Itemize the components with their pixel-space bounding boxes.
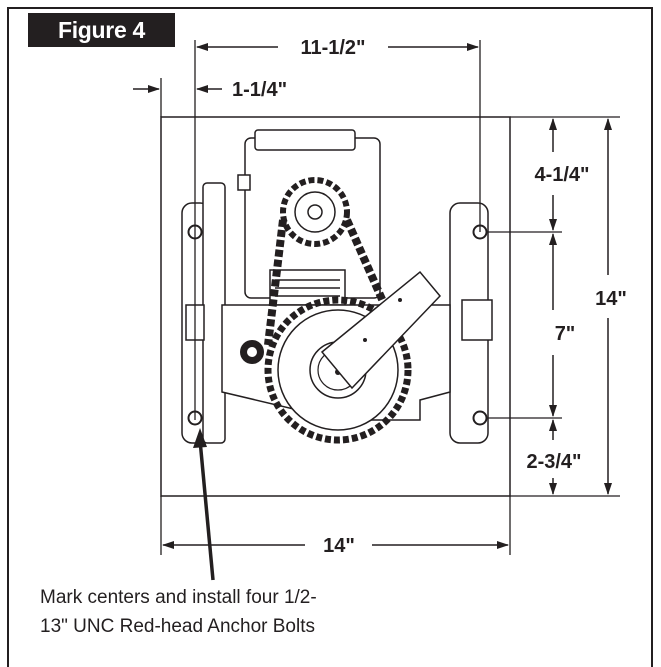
dim-label-left-offset: 1-1/4"	[232, 79, 287, 101]
dim-label-top-span: 11-1/2"	[300, 37, 365, 59]
driven-sprocket-chain	[264, 296, 412, 444]
figure-frame	[7, 7, 653, 667]
chain-right-run	[343, 218, 404, 342]
dim-label-middle-right: 7"	[555, 323, 576, 345]
leader-arrowhead	[193, 428, 207, 448]
note-line-1: Mark centers and install four 1/2-	[40, 587, 317, 608]
dim-label-overall-height: 14"	[595, 288, 627, 310]
dim-label-lower-right: 2-3/4"	[526, 451, 581, 473]
note-line-2: 13" UNC Red-head Anchor Bolts	[40, 616, 315, 637]
right-lower-bolt-hole	[472, 410, 488, 426]
chain-left-run	[264, 219, 287, 346]
dim-label-upper-right: 4-1/4"	[534, 164, 589, 186]
dim-label-overall-width: 14"	[323, 535, 355, 557]
installation-note: Mark centers and install four 1/2- 13" U…	[40, 583, 460, 641]
left-mounting-bracket	[181, 182, 226, 444]
crank-arm	[320, 270, 442, 390]
figure-title: Figure 4	[28, 13, 175, 47]
drive-sprocket-chain	[280, 177, 350, 247]
leader-line	[198, 439, 215, 581]
right-mounting-bracket	[425, 202, 493, 444]
